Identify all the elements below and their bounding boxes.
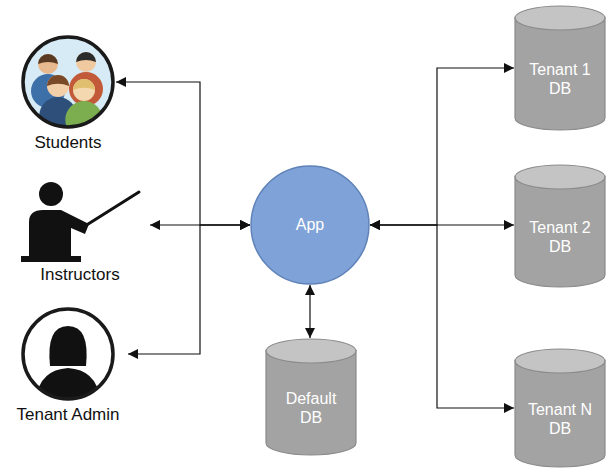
person-head <box>76 52 96 72</box>
pointer-stick <box>85 192 139 226</box>
cylinder-body <box>515 17 605 130</box>
database-cylinder: Default DB <box>265 338 357 456</box>
cylinder-top <box>515 349 605 373</box>
shoulders-shape <box>36 368 100 402</box>
connector-arrow <box>116 82 250 225</box>
person-head <box>47 75 69 97</box>
cylinder-body <box>515 360 605 467</box>
cylinder-top <box>515 165 605 189</box>
person-body <box>69 72 103 106</box>
head-shape <box>55 330 81 362</box>
person-head <box>38 54 58 74</box>
cylinder-top <box>266 339 356 363</box>
cylinder-body <box>266 350 356 455</box>
instructor-icon-node: Instructors <box>10 178 150 285</box>
connector-arrow <box>370 68 514 225</box>
actor-label: Students <box>34 133 101 153</box>
admin-icon-node: Tenant Admin <box>8 306 128 430</box>
app-label: App <box>296 215 324 234</box>
icon-ring <box>23 37 113 127</box>
lectern <box>21 256 81 262</box>
admin-icon <box>20 306 116 402</box>
database-label: Tenant N DB <box>522 400 598 438</box>
actor-label: Tenant Admin <box>16 405 119 425</box>
database-cylinder: Tenant N DB <box>514 348 606 468</box>
app-circle: App <box>250 165 370 285</box>
connector-arrow <box>309 285 310 338</box>
person-head <box>73 79 95 101</box>
database-cylinder: Tenant 1 DB <box>514 5 606 131</box>
students-icon <box>20 34 116 130</box>
actor-label: Instructors <box>40 265 119 285</box>
hair-shape <box>49 326 86 366</box>
connector-arrow <box>128 225 250 354</box>
cylinder-top <box>515 6 605 30</box>
database-label: Default DB <box>273 389 349 427</box>
database-cylinder: Tenant 2 DB <box>514 164 606 288</box>
cylinder-body <box>515 176 605 287</box>
app-circle-shape <box>251 166 369 284</box>
person-hair <box>47 75 69 86</box>
person-hair <box>76 52 96 62</box>
figure-body <box>29 210 89 262</box>
figure-head <box>39 182 63 206</box>
person-hair <box>73 79 95 90</box>
database-label: Tenant 2 DB <box>522 218 598 256</box>
connector-arrow <box>370 225 514 408</box>
students-icon-node: Students <box>20 34 116 158</box>
database-label: Tenant 1 DB <box>522 60 598 98</box>
instructor-figure <box>17 178 143 262</box>
person-hair <box>38 54 58 64</box>
icon-ring <box>23 309 113 399</box>
